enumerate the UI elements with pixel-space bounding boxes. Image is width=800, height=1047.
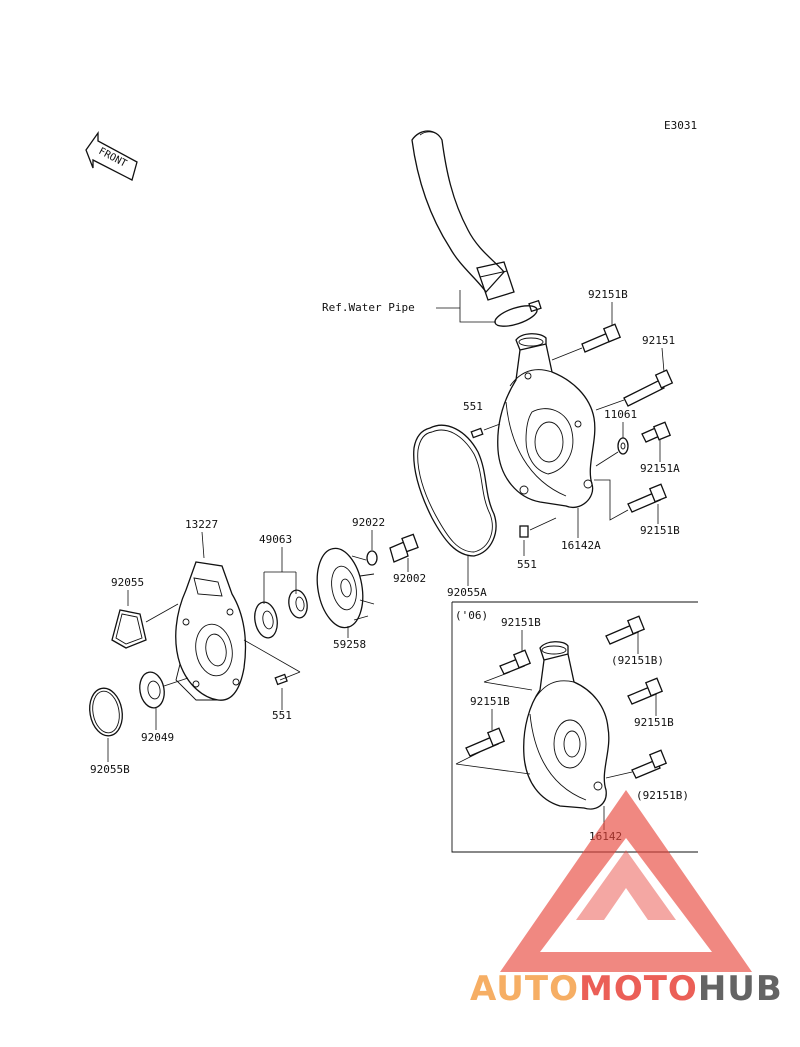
inset-bolt-b xyxy=(605,615,646,645)
label-59258: 59258 xyxy=(333,638,366,651)
water-pipe-hose xyxy=(411,130,515,301)
label-inset-92151B-a: 92151B xyxy=(501,616,541,629)
label-551-left: 551 xyxy=(272,709,292,722)
dowel-pin-551-left xyxy=(274,673,288,686)
inset-box-06 xyxy=(451,601,698,853)
label-inset-92151B-e: (92151B) xyxy=(636,789,689,802)
label-92055: 92055 xyxy=(111,576,144,589)
label-92022: 92022 xyxy=(352,516,385,529)
oil-seal-92049 xyxy=(139,671,165,709)
gasket-92055 xyxy=(111,609,147,649)
water-pump-cover-16142A xyxy=(497,333,596,509)
label-551-top: 551 xyxy=(463,400,483,413)
label-11061: 11061 xyxy=(604,408,637,421)
bolt-92151B-top xyxy=(551,323,622,361)
label-92151B-mid: 92151B xyxy=(640,524,680,537)
watermark-logo: AUTOMOTOHUB xyxy=(470,790,783,1009)
bolt-92002 xyxy=(389,533,419,563)
o-ring-92055B xyxy=(89,687,123,737)
inset-bolt-d xyxy=(465,727,506,757)
washer-92022 xyxy=(366,530,378,566)
label-92055B: 92055B xyxy=(90,763,130,776)
bolt-92151B-mid xyxy=(627,483,668,513)
front-arrow-icon: FRONT xyxy=(85,130,138,181)
watermark-auto: AUTO xyxy=(470,969,579,1009)
impeller-59258 xyxy=(316,547,375,629)
dowel-pin-551-top xyxy=(470,423,501,439)
label-inset-92151B-d: 92151B xyxy=(470,695,510,708)
seal-49063-b xyxy=(288,589,308,619)
label-92049: 92049 xyxy=(141,731,174,744)
hose-clamp xyxy=(494,299,542,327)
svg-text:AUTOMOTOHUB: AUTOMOTOHUB xyxy=(470,969,783,1009)
gasket-92055A xyxy=(413,424,497,557)
bolt-92151-top xyxy=(595,369,674,411)
watermark-hub: HUB xyxy=(698,969,783,1009)
water-pump-cover-16142 xyxy=(523,641,610,810)
inset-bolt-a xyxy=(499,649,532,675)
label-inset-92151B-c: 92151B xyxy=(634,716,674,729)
washer-11061 xyxy=(595,422,629,467)
label-92151-top: 92151 xyxy=(642,334,675,347)
label-92151B-top: 92151B xyxy=(588,288,628,301)
diagram-code: E3031 xyxy=(664,119,697,132)
inset-label: ('06) xyxy=(455,609,488,622)
ref-water-pipe-note: Ref.Water Pipe xyxy=(322,301,415,314)
inset-bolt-c xyxy=(627,677,664,705)
label-92055A: 92055A xyxy=(447,586,487,599)
seal-49063-a xyxy=(254,601,278,639)
label-13227: 13227 xyxy=(185,518,218,531)
label-92002: 92002 xyxy=(393,572,426,585)
bolt-92151A xyxy=(641,421,672,443)
inset-bolt-e xyxy=(631,749,668,779)
label-551-mid: 551 xyxy=(517,558,537,571)
pump-housing-13227 xyxy=(175,561,247,701)
label-49063: 49063 xyxy=(259,533,292,546)
label-inset-92151B-b: (92151B) xyxy=(611,654,664,667)
label-16142A: 16142A xyxy=(561,539,601,552)
watermark-moto: MOTO xyxy=(579,969,698,1009)
label-92151A: 92151A xyxy=(640,462,680,475)
dowel-pin-551-mid xyxy=(519,517,557,538)
